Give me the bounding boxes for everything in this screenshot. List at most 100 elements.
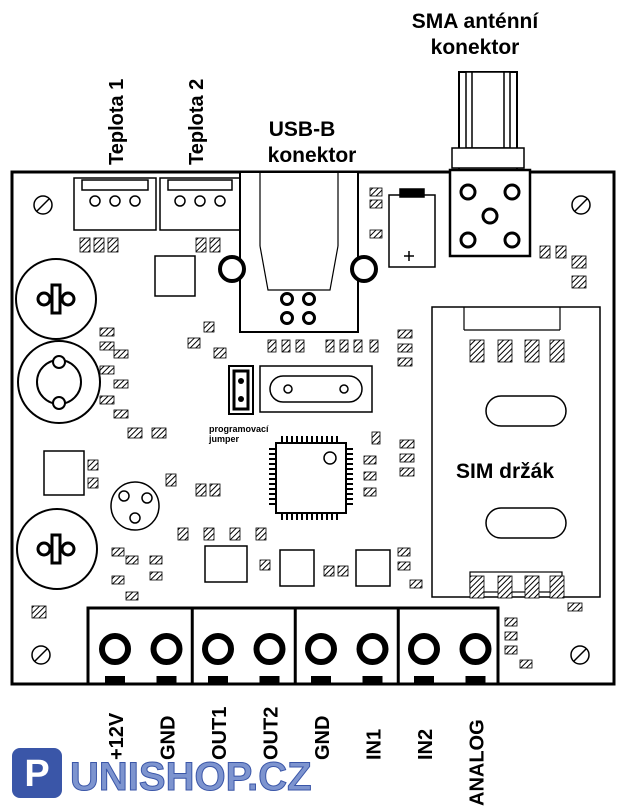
smd-pad xyxy=(111,547,125,557)
smd-pad xyxy=(99,327,115,337)
smd-pad xyxy=(149,555,163,565)
usb-b-connector xyxy=(218,171,378,333)
smd-pad xyxy=(165,473,177,487)
terminal-pin xyxy=(465,676,486,684)
programming-jumper xyxy=(228,365,254,415)
smd-pad xyxy=(195,237,207,253)
smd-pad xyxy=(571,275,587,289)
smd-pad xyxy=(113,409,129,419)
sim-holder xyxy=(431,306,601,598)
smd-pad xyxy=(339,339,349,353)
smd-pad xyxy=(369,199,383,209)
smd-pad xyxy=(99,341,115,351)
polarized-glyphs xyxy=(36,283,76,565)
smd-pad xyxy=(267,339,277,353)
microcontroller xyxy=(269,436,353,520)
terminal-pin xyxy=(259,676,280,684)
smd-pad xyxy=(363,471,377,481)
smd-pad xyxy=(195,483,207,497)
smd-pad xyxy=(213,347,227,359)
terminal-label: ANALOG xyxy=(467,719,489,806)
smd-pad xyxy=(409,579,423,589)
smd-pad xyxy=(369,229,383,239)
terminal-pin xyxy=(414,676,434,684)
terminal-screw xyxy=(356,633,389,665)
smd-pad xyxy=(399,467,415,477)
terminal-pin xyxy=(208,676,228,684)
smd-pad xyxy=(504,645,518,655)
terminal-label: OUT2 xyxy=(261,707,283,760)
smd-pad xyxy=(504,631,518,641)
smd-pad xyxy=(125,555,139,565)
terminal-label: IN2 xyxy=(415,729,437,760)
smd-pad xyxy=(397,329,413,339)
sim-contacts xyxy=(469,339,565,599)
terminal-label: IN1 xyxy=(364,729,386,760)
terminal-screw xyxy=(459,633,492,665)
small-ics xyxy=(43,255,391,587)
smd-pad xyxy=(504,617,518,627)
smd-pad xyxy=(397,343,413,353)
terminal-pin xyxy=(105,676,125,684)
sma-label-line1: SMA anténní xyxy=(412,10,540,33)
smd-pad xyxy=(87,459,99,471)
smd-pad xyxy=(127,427,143,439)
smd-pad xyxy=(209,483,221,497)
teplota2-label: Teplota 2 xyxy=(186,79,208,165)
smd-pad xyxy=(113,379,129,389)
smd-pad xyxy=(399,453,415,463)
smd-pad xyxy=(567,602,583,612)
smd-pad xyxy=(337,565,349,577)
smd-pad xyxy=(87,477,99,489)
terminal-screw xyxy=(253,633,286,665)
smd-pad xyxy=(369,339,379,353)
usb-label-line1: USB-B xyxy=(269,118,336,141)
smd-pad xyxy=(363,487,377,497)
capacitor-top xyxy=(388,188,436,268)
smd-pad xyxy=(353,339,363,353)
smd-pad xyxy=(149,571,163,581)
terminal-pin xyxy=(311,676,331,684)
terminal-label: GND xyxy=(312,716,334,760)
sim-label: SIM držák xyxy=(456,460,554,483)
smd-pad xyxy=(295,339,305,353)
smd-components xyxy=(31,187,587,669)
smd-pad xyxy=(259,559,271,571)
terminal-screw xyxy=(408,633,440,665)
terminal-pin xyxy=(362,676,383,684)
smd-pad xyxy=(571,255,587,269)
mounting-holes xyxy=(31,195,591,665)
smd-pad xyxy=(399,439,415,449)
terminal-label: OUT1 xyxy=(209,707,231,760)
smd-pad xyxy=(209,237,221,253)
unishop-logo: P UNISHOP.CZ xyxy=(12,748,312,800)
logo-badge xyxy=(12,748,62,798)
smd-pad xyxy=(539,245,551,259)
usb-label-line2: konektor xyxy=(268,144,357,167)
terminal-screw xyxy=(305,633,337,665)
smd-pad xyxy=(397,561,411,571)
terminal-screw xyxy=(202,633,234,665)
terminal-screw xyxy=(150,633,183,665)
smd-pad xyxy=(397,357,413,367)
smd-pad xyxy=(203,321,215,333)
terminal-pin xyxy=(156,676,177,684)
smd-pad xyxy=(555,245,567,259)
smd-pad xyxy=(113,349,129,359)
smd-pad xyxy=(31,605,47,619)
crystal xyxy=(259,365,373,413)
smd-pad xyxy=(203,527,215,541)
smd-pad xyxy=(111,575,125,585)
smd-pad xyxy=(79,237,91,253)
transistor xyxy=(110,481,160,531)
smd-pad xyxy=(325,339,335,353)
smd-pad xyxy=(151,427,167,439)
smd-pad xyxy=(107,237,119,253)
smd-pad xyxy=(229,527,241,541)
jumper-label-line1: programovací xyxy=(209,424,269,434)
smd-pad xyxy=(125,591,139,601)
terminal-block xyxy=(86,606,500,686)
smd-pad xyxy=(99,365,115,375)
